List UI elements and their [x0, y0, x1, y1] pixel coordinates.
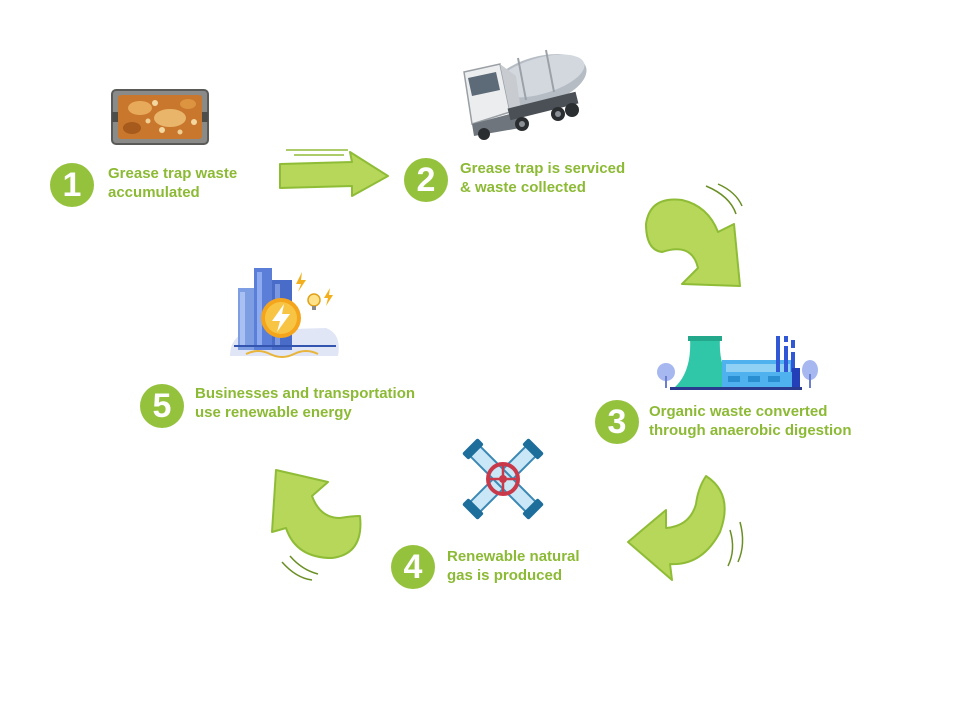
gas-valve-icon	[456, 432, 550, 526]
step-3-label-line1: Organic waste converted	[649, 402, 852, 421]
step-3-badge: 3	[595, 400, 639, 444]
arrow-step3-to-step4	[626, 470, 752, 586]
step-1-label-line2: accumulated	[108, 183, 237, 202]
step-1-label-line1: Grease trap waste	[108, 164, 237, 183]
arrow-step1-to-step2	[278, 144, 393, 200]
step-1-badge: 1	[50, 163, 94, 207]
step-3-label: Organic waste converted through anaerobi…	[649, 402, 852, 440]
tanker-truck-icon	[460, 36, 590, 140]
step-1-label: Grease trap waste accumulated	[108, 164, 237, 202]
step-4-label-line2: gas is produced	[447, 566, 580, 585]
step-3-label-line2: through anaerobic digestion	[649, 421, 852, 440]
grease-trap-icon	[110, 88, 210, 146]
step-2-label-line2: & waste collected	[460, 178, 625, 197]
step-5-badge: 5	[140, 384, 184, 428]
digestion-plant-icon	[652, 328, 818, 390]
step-2-label: Grease trap is serviced & waste collecte…	[460, 159, 625, 197]
step-4-badge: 4	[391, 545, 435, 589]
step-5-label-line1: Businesses and transportation	[195, 384, 415, 403]
arrow-step2-to-step3	[636, 180, 758, 300]
arrow-step4-to-step5	[262, 462, 370, 582]
step-2-badge: 2	[404, 158, 448, 202]
step-5-label: Businesses and transportation use renewa…	[195, 384, 415, 422]
renewable-city-icon	[226, 264, 344, 364]
step-5-label-line2: use renewable energy	[195, 403, 415, 422]
step-2-label-line1: Grease trap is serviced	[460, 159, 625, 178]
step-4-label-line1: Renewable natural	[447, 547, 580, 566]
step-4-label: Renewable natural gas is produced	[447, 547, 580, 585]
